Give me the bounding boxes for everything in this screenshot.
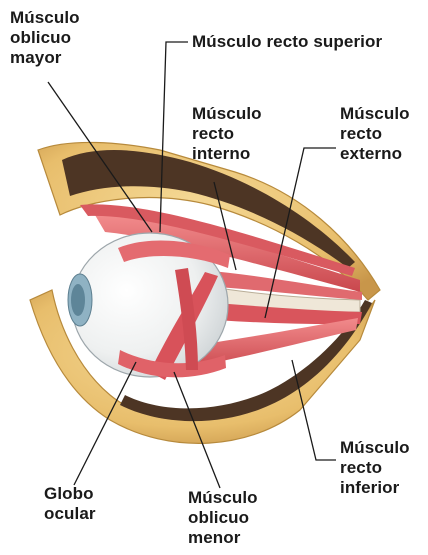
leader-recto-superior (160, 42, 188, 232)
label-recto-interno: Músculo recto interno (192, 104, 262, 164)
label-globo-ocular: Globo ocular (44, 484, 96, 524)
label-oblicuo-mayor: Músculo oblicuo mayor (10, 8, 80, 68)
label-recto-externo: Músculo recto externo (340, 104, 410, 164)
label-oblicuo-menor: Músculo oblicuo menor (188, 488, 258, 548)
label-recto-inferior: Músculo recto inferior (340, 438, 410, 498)
label-recto-superior: Músculo recto superior (192, 32, 382, 52)
iris (71, 284, 85, 316)
